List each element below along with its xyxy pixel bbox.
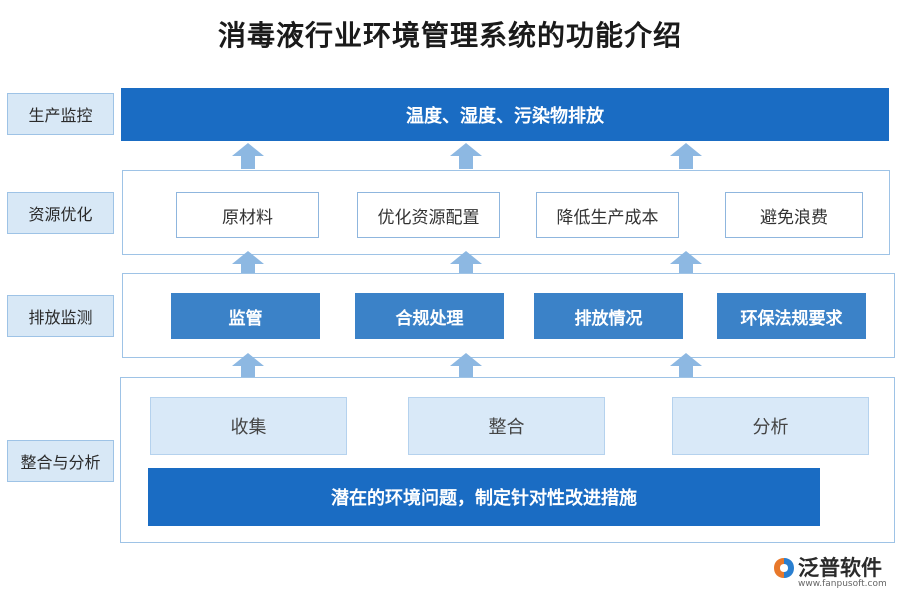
fanpu-logo-icon bbox=[774, 558, 794, 578]
brand-name: 泛普软件 bbox=[798, 556, 882, 580]
analysis-item-analyze: 分析 bbox=[672, 397, 869, 455]
analysis-item-integrate: 整合 bbox=[408, 397, 605, 455]
resource-item-raw-materials: 原材料 bbox=[176, 192, 319, 238]
label-resource-optimization: 资源优化 bbox=[7, 192, 114, 234]
emission-item-supervision: 监管 bbox=[171, 293, 320, 339]
up-arrow-icon bbox=[232, 353, 264, 379]
up-arrow-icon bbox=[670, 143, 702, 169]
up-arrow-icon bbox=[450, 353, 482, 379]
production-monitoring-bar: 温度、湿度、污染物排放 bbox=[121, 88, 889, 141]
analysis-item-collect: 收集 bbox=[150, 397, 347, 455]
emission-item-regulations: 环保法规要求 bbox=[717, 293, 866, 339]
emission-item-compliance: 合规处理 bbox=[355, 293, 504, 339]
up-arrow-icon bbox=[670, 251, 702, 277]
label-emission-monitoring: 排放监测 bbox=[7, 295, 114, 337]
up-arrow-icon bbox=[232, 143, 264, 169]
up-arrow-icon bbox=[232, 251, 264, 277]
resource-item-avoid-waste: 避免浪费 bbox=[725, 192, 863, 238]
resource-item-optimize-allocation: 优化资源配置 bbox=[357, 192, 500, 238]
brand-logo: 泛普软件 www.fanpusoft.com bbox=[772, 552, 896, 596]
label-integration-analysis: 整合与分析 bbox=[7, 440, 114, 482]
up-arrow-icon bbox=[450, 143, 482, 169]
page-title: 消毒液行业环境管理系统的功能介绍 bbox=[217, 19, 682, 52]
up-arrow-icon bbox=[450, 251, 482, 277]
analysis-conclusion-bar: 潜在的环境问题，制定针对性改进措施 bbox=[148, 468, 820, 526]
label-production-monitoring: 生产监控 bbox=[7, 93, 114, 135]
emission-item-status: 排放情况 bbox=[534, 293, 683, 339]
up-arrow-icon bbox=[670, 353, 702, 379]
resource-item-reduce-cost: 降低生产成本 bbox=[536, 192, 679, 238]
brand-url: www.fanpusoft.com bbox=[798, 579, 887, 589]
